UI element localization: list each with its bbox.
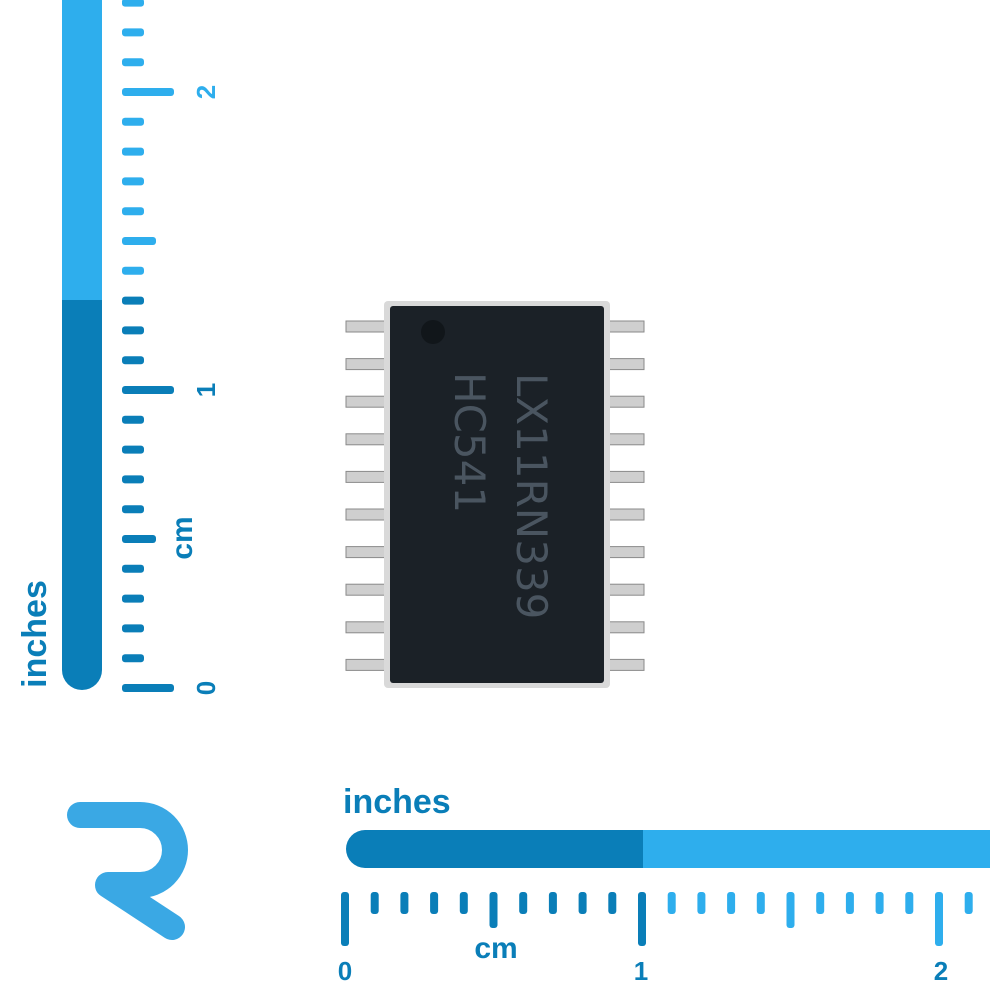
horizontal-tick xyxy=(459,892,468,914)
vertical-tick xyxy=(122,356,144,365)
horizontal-tick xyxy=(816,892,825,914)
vertical-tick xyxy=(122,147,144,156)
vertical-tick xyxy=(122,654,144,663)
vertical-tick-label-0: 0 xyxy=(191,681,221,695)
horizontal-tick xyxy=(727,892,736,914)
vertical-tick-label-1: 1 xyxy=(191,383,221,397)
vertical-tick xyxy=(122,415,144,424)
vertical-tick xyxy=(122,505,144,514)
vertical-tick xyxy=(122,624,144,633)
inches-bar-dark xyxy=(62,300,102,690)
r-logo-icon xyxy=(67,802,188,940)
chip-marking-line2: HC541 xyxy=(445,372,494,513)
horizontal-tick xyxy=(578,892,587,914)
chip-pin-left xyxy=(345,470,389,483)
horizontal-tick xyxy=(964,892,973,914)
chip-body xyxy=(390,306,604,683)
chip-pin-left xyxy=(345,546,389,559)
pin1-dot xyxy=(421,320,445,344)
chip-pins xyxy=(345,320,645,671)
vertical-tick xyxy=(122,475,144,484)
vertical-tick xyxy=(122,684,174,692)
vertical-cm-label: cm xyxy=(166,516,199,559)
horizontal-tick xyxy=(756,892,765,914)
vertical-tick xyxy=(122,0,144,7)
vertical-tick xyxy=(122,58,144,67)
vertical-tick xyxy=(122,237,156,245)
chip-pin-left xyxy=(345,320,389,333)
inches-bar-light-horizontal xyxy=(643,830,990,868)
chip-pin-left xyxy=(345,395,389,408)
horizontal-tick xyxy=(370,892,379,914)
vertical-tick xyxy=(122,207,144,216)
chip-pin-left xyxy=(345,508,389,521)
vertical-ruler: 0 1 2 cm inches xyxy=(16,0,221,695)
vertical-tick-label-2: 2 xyxy=(191,85,221,99)
horizontal-tick-label-1: 1 xyxy=(634,956,648,986)
vertical-inches-label: inches xyxy=(16,580,54,688)
horizontal-tick xyxy=(341,892,349,946)
vertical-tick xyxy=(122,117,144,126)
ic-chip: LX11RN339 HC541 xyxy=(345,301,645,688)
horizontal-tick xyxy=(845,892,854,914)
vertical-tick xyxy=(122,296,144,305)
horizontal-tick xyxy=(608,892,617,914)
inches-bar-dark-horizontal xyxy=(346,830,643,868)
horizontal-tick xyxy=(786,892,795,928)
horizontal-tick xyxy=(400,892,409,914)
vertical-tick xyxy=(122,594,144,603)
chip-pin-left xyxy=(345,583,389,596)
chip-marking-line1: LX11RN339 xyxy=(507,373,556,619)
horizontal-tick xyxy=(905,892,914,914)
horizontal-tick xyxy=(548,892,557,914)
chip-pin-left xyxy=(345,658,389,671)
vertical-tick xyxy=(122,177,144,186)
horizontal-ruler: inches cm 0 1 2 xyxy=(338,783,990,986)
vertical-tick xyxy=(122,535,156,543)
chip-pin-left xyxy=(345,358,389,371)
vertical-tick xyxy=(122,445,144,454)
vertical-tick xyxy=(122,28,144,37)
vertical-tick xyxy=(122,326,144,335)
horizontal-inches-label: inches xyxy=(343,783,451,821)
chip-pin-left xyxy=(345,433,389,446)
vertical-tick xyxy=(122,88,174,96)
vertical-tick xyxy=(122,386,174,394)
vertical-ruler-ticks xyxy=(122,0,174,692)
vertical-tick xyxy=(122,266,144,275)
horizontal-tick-label-0: 0 xyxy=(338,956,352,986)
horizontal-cm-label: cm xyxy=(474,932,517,965)
vertical-tick xyxy=(122,564,144,573)
horizontal-tick xyxy=(430,892,439,914)
horizontal-tick xyxy=(638,892,646,946)
horizontal-tick xyxy=(519,892,528,914)
chip-pin-left xyxy=(345,621,389,634)
horizontal-ruler-ticks xyxy=(341,892,973,946)
horizontal-tick-label-2: 2 xyxy=(934,956,948,986)
horizontal-tick xyxy=(489,892,498,928)
horizontal-tick xyxy=(667,892,676,914)
inches-bar-light xyxy=(62,0,102,302)
horizontal-tick xyxy=(697,892,706,914)
horizontal-tick xyxy=(935,892,943,946)
horizontal-tick xyxy=(875,892,884,914)
